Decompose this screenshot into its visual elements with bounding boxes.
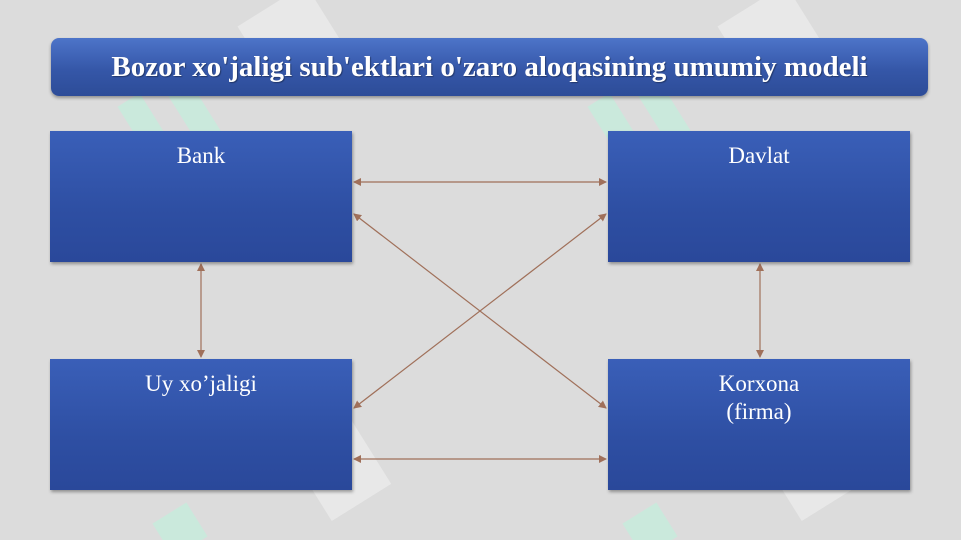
node-korxona: Korxona (firma) <box>608 359 910 490</box>
node-bank-label: Bank <box>176 143 226 168</box>
node-bank: Bank <box>50 131 352 262</box>
arrow-davlat-uy <box>353 213 607 409</box>
node-korxona-sublabel: (firma) <box>726 399 792 424</box>
title-banner: Bozor xo'jaligi sub'ektlari o'zaro aloqa… <box>51 38 928 96</box>
node-davlat: Davlat <box>608 131 910 262</box>
node-davlat-label: Davlat <box>728 143 790 168</box>
node-korxona-label: Korxona <box>718 371 800 396</box>
node-uy-label: Uy xo’jaligi <box>145 371 257 396</box>
diagram-title: Bozor xo'jaligi sub'ektlari o'zaro aloqa… <box>111 50 868 83</box>
node-uy-xojaligi: Uy xo’jaligi <box>50 359 352 490</box>
